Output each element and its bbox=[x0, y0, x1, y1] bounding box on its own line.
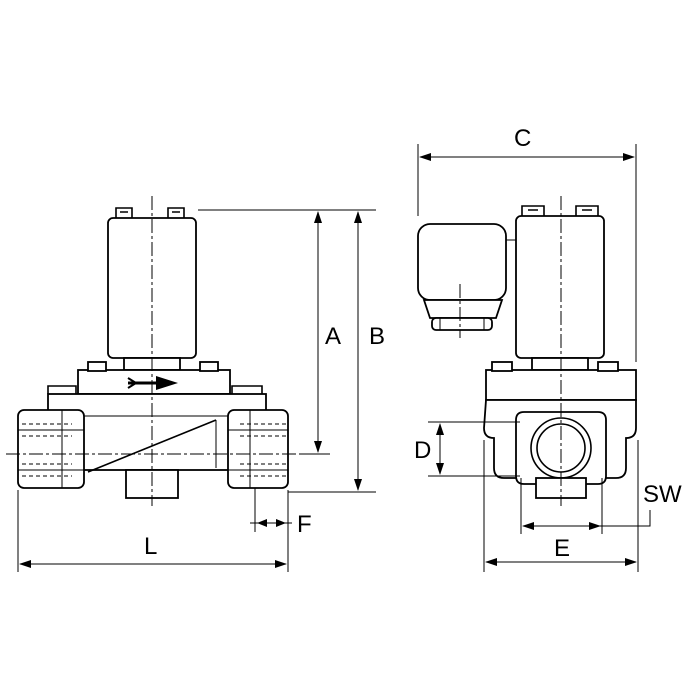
label-C: C bbox=[514, 125, 531, 152]
coil-terminal-right bbox=[167, 207, 185, 218]
dimension-SW-leader bbox=[600, 510, 651, 527]
port-hex bbox=[515, 411, 607, 485]
bonnet-screw-right bbox=[199, 361, 219, 372]
label-F: F bbox=[297, 511, 312, 538]
dimension-labels: A B C D E F L SW bbox=[144, 125, 682, 562]
label-SW: SW bbox=[643, 481, 682, 508]
cable-gland bbox=[422, 299, 504, 319]
label-A: A bbox=[325, 323, 341, 350]
outlet-port-nut bbox=[227, 409, 289, 489]
flow-direction-arrow bbox=[127, 376, 178, 390]
front-view bbox=[417, 196, 637, 506]
body-boss-right bbox=[231, 385, 263, 394]
label-B: B bbox=[369, 323, 385, 350]
inlet-port-nut bbox=[17, 409, 85, 489]
body-boss-left bbox=[47, 385, 77, 394]
cable-connector bbox=[417, 223, 507, 301]
bonnet-screw-left bbox=[87, 361, 107, 372]
gland-nut bbox=[431, 317, 493, 331]
front-coil bbox=[515, 215, 605, 359]
dimension-lines bbox=[17, 144, 651, 572]
label-D: D bbox=[414, 437, 431, 464]
coil-terminal-left bbox=[115, 207, 133, 218]
label-E: E bbox=[554, 535, 570, 562]
label-L: L bbox=[144, 533, 157, 560]
side-view bbox=[6, 196, 330, 506]
